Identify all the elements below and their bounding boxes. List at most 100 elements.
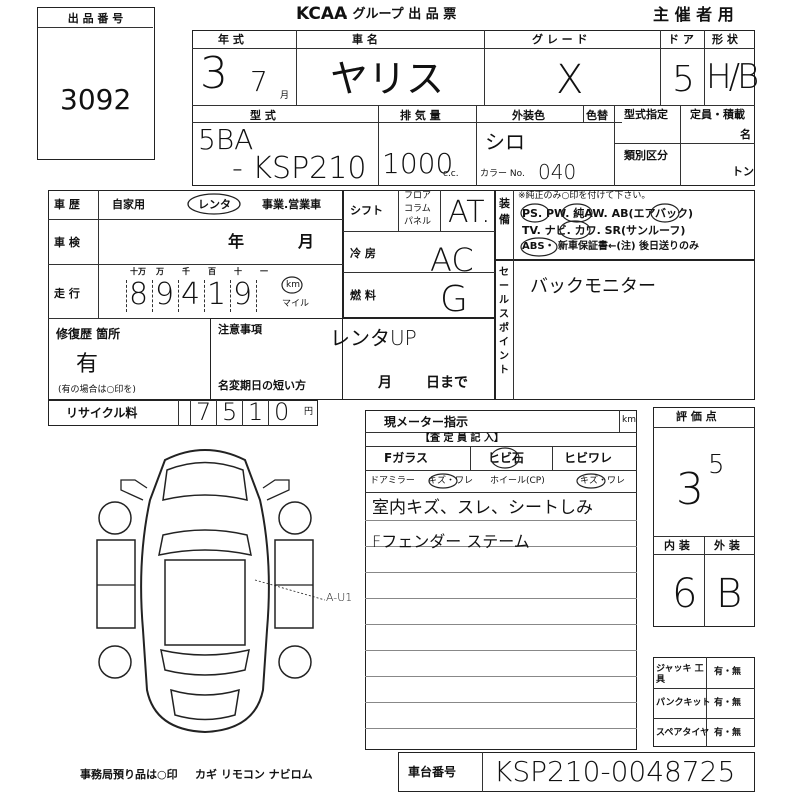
history-table [48, 190, 343, 400]
model-value-1: 5BA [198, 123, 254, 156]
recycle-divider [216, 400, 217, 426]
jack-label: ジャッキ 工 具 [656, 664, 704, 685]
caution-value: レンタUP [330, 326, 417, 350]
name-change-day: 日まで [426, 375, 468, 391]
class-label: 類別区分 [624, 149, 668, 162]
note-line [365, 546, 637, 547]
month-value: 7 [250, 65, 268, 98]
door-value: 5 [672, 59, 695, 100]
displacement-label: 排 気 量 [400, 109, 441, 122]
grade-label: グ レ ー ド [532, 33, 588, 46]
recycle-divider [268, 400, 269, 426]
lot-label: 出 品 番 号 [67, 12, 124, 25]
note-line [365, 624, 637, 625]
evaluation-label: 評 価 点 [676, 410, 717, 423]
recycle-box [48, 400, 318, 426]
mileage-divider [230, 280, 231, 312]
spare-opts: 有・無 [714, 728, 742, 738]
note-line [365, 520, 637, 521]
grade-value: X [556, 57, 584, 103]
vehicle-table [192, 30, 755, 186]
recycle-digit: 5 [222, 398, 238, 426]
chassis-value: KSP210-0048725 [494, 755, 736, 788]
capacity-unit-1: 名 [740, 128, 751, 141]
inspection-table [365, 410, 637, 750]
capacity-label: 定員・積載 [690, 108, 745, 121]
equipment-line3: ABS・ 新車保証書←(注) 後日送りのみ [522, 241, 700, 252]
name-change-label: 名変期日の短い方 [218, 379, 306, 392]
lot-number: 3092 [60, 83, 132, 116]
repair-note: (有の場合は○印を) [58, 385, 136, 395]
history-opt3: 事業.営業車 [262, 198, 322, 211]
equipment-note: ※純正のみ○印を付けて下さい。 [518, 191, 651, 201]
shaken-year: 年 [228, 232, 245, 251]
office-items: カギ リモコン ナビロム [195, 768, 313, 781]
shift-floor: フロア [404, 191, 432, 201]
kizu-ware-1: キズ・ワレ [428, 476, 474, 486]
name-value: ヤリス [330, 57, 445, 101]
interior-value: 6 [672, 571, 698, 617]
exterior-value: B [716, 571, 743, 617]
score-sub: 5 [708, 450, 725, 480]
f-glass-label: Fガラス [384, 451, 428, 465]
door-mirror-label: ドアミラー [370, 476, 415, 486]
mileage-digit-label: 千 [182, 267, 190, 276]
puncture-opts: 有・無 [714, 698, 742, 708]
inspection-circles [428, 447, 606, 489]
mileage-digit-label: 十万 [130, 267, 146, 276]
history-opt1: 自家用 [112, 198, 145, 211]
mileage-digit-label: 百 [208, 267, 216, 276]
mileage-digit: 9 [155, 277, 175, 312]
repair-value: 有 [76, 352, 99, 377]
exterior-label: 外 装 [714, 539, 740, 552]
iro-label: 色替 [586, 109, 608, 122]
hibi-stone-label: ヒビ石 [488, 451, 525, 465]
model-value-2: - KSP210 [232, 151, 367, 186]
hibi-ware-label: ヒビワレ [564, 451, 613, 465]
meter-km: km [622, 415, 636, 425]
recycle-unit: 円 [304, 407, 314, 417]
mileage-digit: 9 [233, 277, 253, 312]
car-diagram [96, 449, 326, 734]
shape-value: H/B [706, 57, 759, 97]
wheel-label: ホイール(CP) [490, 476, 545, 486]
recycle-digit: 7 [196, 398, 212, 426]
shift-value: AT. [448, 195, 491, 230]
kizu-ware-2: キズ・ワレ [580, 476, 626, 486]
circle-rental [187, 193, 241, 215]
mileage-digit-label: 一 [260, 267, 268, 276]
recycle-digit: 0 [274, 398, 290, 426]
shift-panel: パネル [404, 217, 432, 227]
equipment-title: 装 備 [499, 197, 510, 226]
history-opt2: レンタ [198, 198, 231, 211]
group-title: . グループ 出 品 票 [343, 7, 457, 22]
recycle-divider [242, 400, 243, 426]
caution-label: 注意事項 [218, 323, 262, 336]
jack-opts: 有・無 [714, 667, 742, 677]
ac-value: AC [430, 241, 474, 279]
recycle-divider [190, 400, 191, 426]
note-line [365, 702, 637, 703]
shape-label: 形 状 [712, 33, 738, 46]
chassis-box [398, 752, 755, 792]
equipment-check-box [653, 657, 755, 747]
score-main: 3 [676, 464, 704, 515]
diagram-mark: A-U1 [326, 591, 353, 604]
km-label: km [286, 280, 300, 290]
note-line [365, 650, 637, 651]
type-spec-label: 型式指定 [624, 108, 668, 121]
mech-table [343, 190, 495, 318]
ac-label: 冷 房 [350, 247, 376, 260]
recycle-digit: 1 [248, 398, 264, 426]
note-line [365, 676, 637, 677]
color-label: 外装色 [512, 109, 545, 122]
meter-label: 現メーター指示 [384, 415, 469, 429]
repair-label: 修復歴 箇所 [56, 327, 121, 341]
inspector-header: 【査 定 員 記 入】 [420, 433, 504, 444]
mileage-divider [152, 280, 153, 312]
equipment-line1: PS. PW. 純AW. AB(エアバック) [522, 207, 694, 220]
note-line [365, 572, 637, 573]
caution-box [210, 318, 495, 400]
sales-point-value: バックモニター [530, 276, 656, 297]
chassis-label: 車台番号 [408, 765, 457, 779]
